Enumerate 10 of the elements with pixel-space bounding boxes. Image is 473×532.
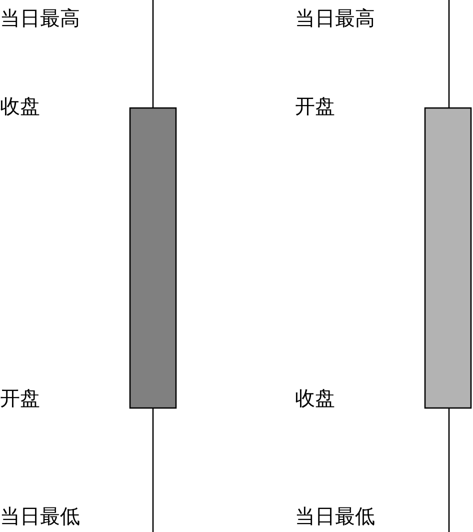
price-label: 收盘 [0,94,40,118]
candlestick [424,0,472,532]
price-label: 当日最高 [295,6,375,30]
price-label: 当日最低 [295,504,375,528]
price-label: 收盘 [295,386,335,410]
price-label: 开盘 [0,386,40,410]
price-label: 当日最高 [0,6,80,30]
candlestick [129,0,177,532]
price-label: 当日最低 [0,504,80,528]
price-label: 开盘 [295,94,335,118]
